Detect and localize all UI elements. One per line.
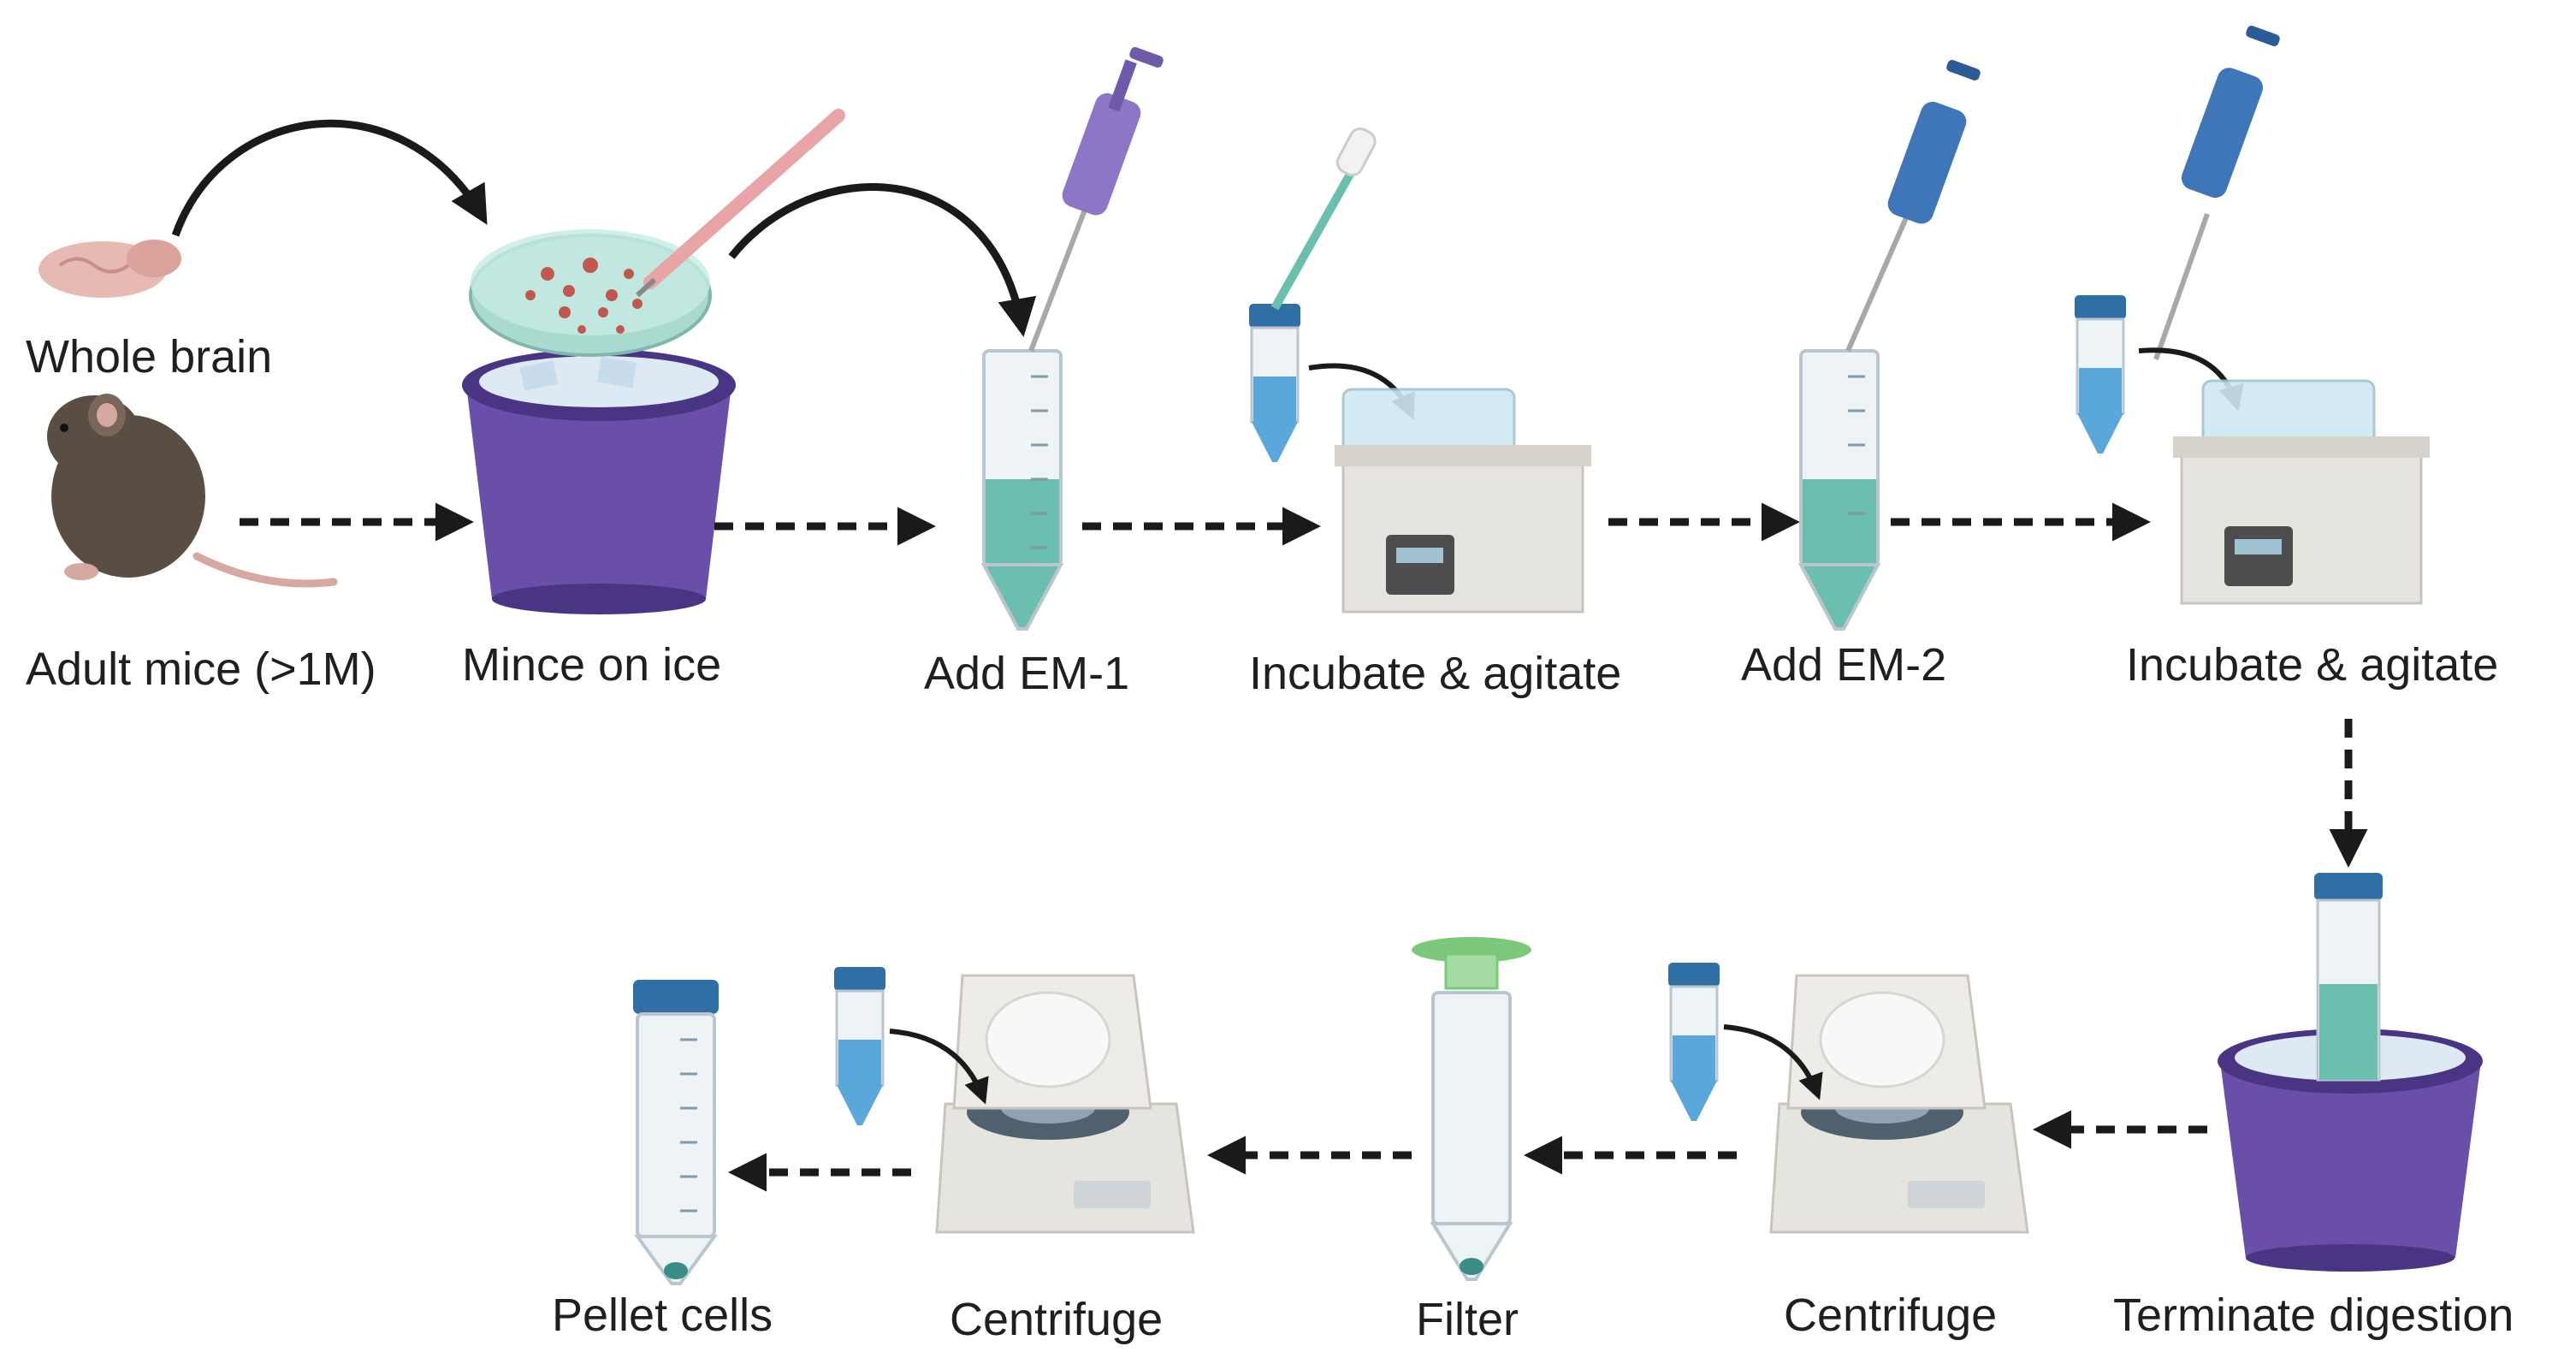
ice-pot-icon	[462, 349, 736, 614]
terminate-tube-icon	[2314, 873, 2383, 1082]
swab-icon	[1270, 127, 1377, 311]
pipette-blue-2-icon	[2153, 25, 2280, 360]
centrifuge-1-tube-icon	[1668, 963, 1720, 1121]
label-filter: Filter	[1416, 1294, 1519, 1345]
arrow-dish-to-tube	[728, 183, 1037, 337]
label-centrifuge-2: Centrifuge	[950, 1294, 1164, 1345]
small-tube-blue-2-icon	[2075, 295, 2126, 454]
label-incubate-1: Incubate & agitate	[1249, 648, 1622, 699]
tube-em1-icon	[980, 349, 1064, 631]
filter-icon	[1412, 937, 1531, 990]
label-add-em2: Add EM-2	[1741, 639, 1947, 691]
mouse-icon	[47, 394, 338, 588]
arrow-brain-to-dish	[171, 119, 488, 237]
arrow-tube-into-centrifuge1	[1723, 1024, 1823, 1100]
label-centrifuge-1: Centrifuge	[1784, 1290, 1998, 1341]
label-terminate: Terminate digestion	[2113, 1290, 2514, 1341]
pipette-purple-icon	[1028, 46, 1164, 353]
filter-tube-icon	[1430, 991, 1513, 1281]
label-incubate-2: Incubate & agitate	[2126, 639, 2499, 691]
label-adult-mice: Adult mice (>1M)	[26, 643, 376, 695]
pipette-blue-icon	[1845, 59, 1981, 353]
centrifuge-1-icon	[1769, 974, 2029, 1234]
small-tube-blue-icon	[1249, 304, 1300, 462]
pellet-tube-icon	[633, 980, 719, 1285]
centrifuge-2-tube-icon	[834, 967, 885, 1125]
water-bath-incubator-1-icon	[1335, 388, 1591, 614]
brain-icon	[38, 240, 181, 298]
tube-em2-icon	[1797, 349, 1881, 631]
label-pellet-cells: Pellet cells	[552, 1290, 773, 1341]
centrifuge-2-icon	[935, 974, 1195, 1234]
petri-dish-icon	[469, 229, 712, 357]
water-bath-incubator-2-icon	[2173, 379, 2430, 605]
label-add-em1: Add EM-1	[924, 648, 1130, 699]
arrow-tube-into-centrifuge2	[889, 1029, 989, 1105]
forceps-icon	[635, 109, 845, 298]
label-whole-brain: Whole brain	[26, 331, 273, 382]
label-mince-on-ice: Mince on ice	[462, 639, 722, 691]
